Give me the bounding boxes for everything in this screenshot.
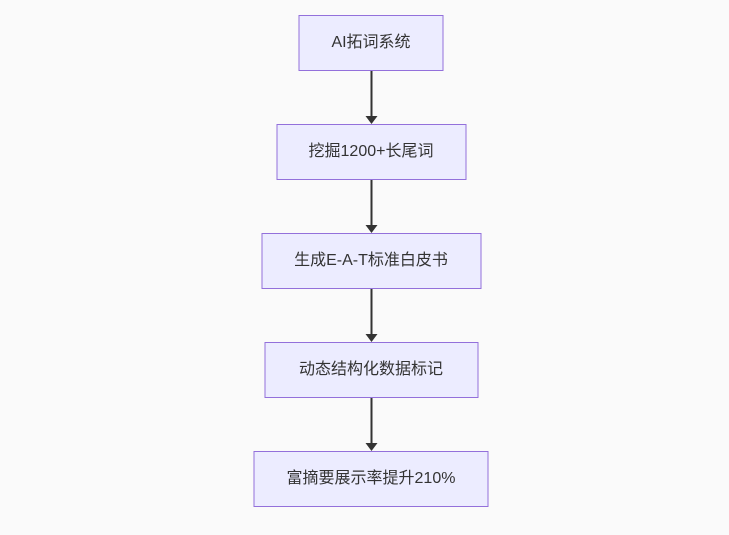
edge-n3-n4	[364, 289, 378, 342]
arrow-head-icon	[365, 443, 377, 451]
flow-node-structured-data: 动态结构化数据标记	[264, 342, 478, 398]
flow-node-rich-snippet-result: 富摘要展示率提升210%	[253, 451, 489, 507]
flow-node-label: 动态结构化数据标记	[298, 361, 443, 378]
arrow-head-icon	[365, 116, 377, 124]
arrow-line	[370, 398, 372, 444]
flow-node-label: 挖掘1200+长尾词	[308, 143, 434, 160]
arrow-head-icon	[365, 225, 377, 233]
arrow-line	[370, 289, 372, 335]
flow-node-label: 富摘要展示率提升210%	[286, 470, 456, 487]
flow-node-label: 生成E-A-T标准白皮书	[294, 252, 448, 269]
edge-n1-n2	[364, 71, 378, 124]
flow-node-label: AI拓词系统	[331, 34, 411, 51]
arrow-line	[370, 71, 372, 117]
arrow-line	[370, 180, 372, 226]
flow-node-eat-whitepaper: 生成E-A-T标准白皮书	[261, 233, 481, 289]
arrow-head-icon	[365, 334, 377, 342]
edge-n4-n5	[364, 398, 378, 451]
edge-n2-n3	[364, 180, 378, 233]
flowchart: AI拓词系统 挖掘1200+长尾词 生成E-A-T标准白皮书 动态结构化数据标记	[253, 15, 489, 507]
flow-node-longtail-words: 挖掘1200+长尾词	[276, 124, 466, 180]
flow-node-ai-system: AI拓词系统	[298, 15, 444, 71]
